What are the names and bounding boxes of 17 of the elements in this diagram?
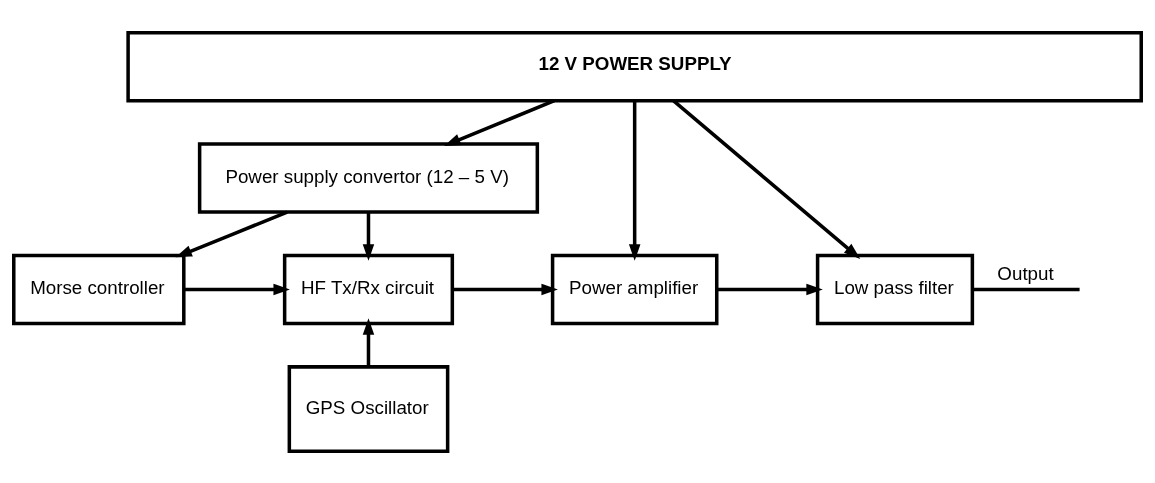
node-box: Power supply convertor (12 – 5 V) <box>197 141 540 214</box>
node-box: Power amplifier <box>550 253 719 325</box>
node-box: GPS Oscillator <box>287 364 450 453</box>
arrow <box>184 283 290 295</box>
arrow <box>362 211 375 261</box>
arrow <box>362 317 375 367</box>
node-box: 12 V POWER SUPPLY <box>126 30 1143 102</box>
node-box: Low pass filter <box>815 253 975 325</box>
edge-label: Output <box>997 262 1054 284</box>
arrow <box>672 99 861 259</box>
arrow <box>175 210 288 257</box>
connector <box>972 287 1080 291</box>
arrow <box>628 100 641 261</box>
arrow <box>717 283 823 295</box>
arrow <box>452 283 558 295</box>
node-box: HF Tx/Rx circuit <box>282 253 455 325</box>
node-box: Morse controller <box>12 253 186 325</box>
